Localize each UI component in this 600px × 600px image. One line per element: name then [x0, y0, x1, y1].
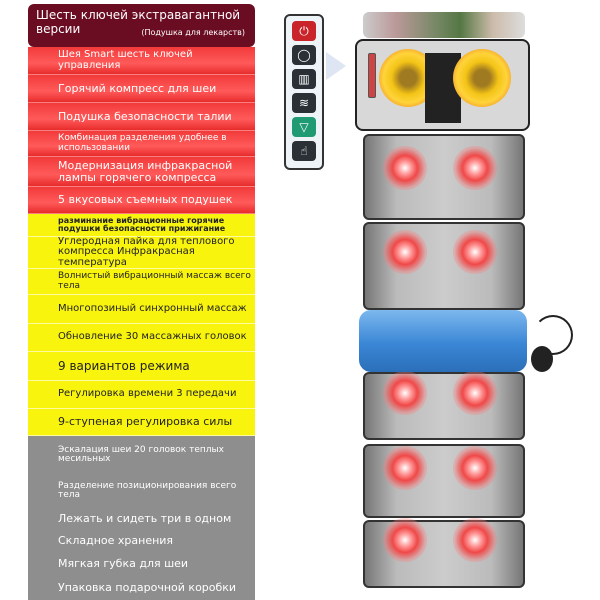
head-pillow [363, 12, 525, 38]
feature-label: Обновление 30 массажных головок [58, 331, 247, 343]
feature-label: Упаковка подарочной коробки [58, 581, 237, 595]
feature-label: Волнистый вибрационный массаж всего тела [58, 271, 251, 291]
feature-label: Комбинация разделения удобнее в использо… [58, 133, 227, 153]
feature-item: Упаковка подарочной коробки [28, 576, 255, 600]
remote-control: ⏻ ◯ ▥ ≋ ▽ ☝ [284, 14, 324, 170]
feature-item: Складное хранения [28, 530, 255, 552]
header-subtitle: (Подушка для лекарств) [141, 28, 245, 37]
feature-item: Углеродная пайка для теплового компресса… [28, 235, 255, 269]
feature-label: Углеродная пайка для теплового компресса… [58, 235, 235, 268]
feature-item: Обновление 30 массажных головок [28, 324, 255, 352]
mode-cycle-icon[interactable]: ◯ [292, 45, 316, 65]
feature-item: Регулировка времени 3 передачи [28, 381, 255, 409]
feature-label: 9 вариантов режима [58, 358, 190, 373]
heat-node [453, 518, 497, 562]
header-title: Шесть ключей экстравагантной версии [36, 8, 241, 36]
feature-item: Горячий компресс для шеи [28, 75, 255, 103]
air-hose [533, 315, 573, 355]
heat-node [453, 230, 497, 274]
heat-icon[interactable]: ≋ [292, 93, 316, 113]
feature-label: Регулировка времени 3 передачи [58, 388, 237, 400]
feature-label: Складное хранения [58, 534, 174, 548]
heat-node [383, 230, 427, 274]
feature-item: Комбинация разделения удобнее в использо… [28, 131, 255, 157]
massage-mat [355, 10, 573, 590]
feature-label: 9-ступеная регулировка силы [58, 415, 233, 429]
feature-label: Эскалация шеи 20 головок теплых месильны… [58, 444, 224, 464]
feature-item: 9 вариантов режима [28, 352, 255, 381]
feature-label: Лежать и сидеть три в одном [58, 512, 232, 526]
feature-label: Разделение позиционирования всего тела [58, 480, 237, 500]
neck-massager-unit [355, 39, 530, 131]
feature-item: Разделение позиционирования всего тела [28, 474, 255, 508]
feature-label: 5 вкусовых съемных подушек [58, 193, 233, 207]
mini-remote-icon [368, 53, 376, 98]
heat-node [453, 446, 497, 490]
feature-item: Шея Smart шесть ключей управления [28, 47, 255, 75]
feature-item: Подушка безопасности талии [28, 103, 255, 131]
arrow-pointer [326, 52, 346, 80]
massage-icon[interactable]: ▽ [292, 117, 316, 137]
feature-item: 5 вкусовых съемных подушек [28, 187, 255, 214]
feature-item: разминание вибрационные горячие подушки … [28, 214, 255, 237]
heat-node [453, 146, 497, 190]
feature-label: Модернизация инфракрасной лампы горячего… [58, 158, 233, 184]
neck-node-right [453, 49, 511, 107]
heat-node [383, 518, 427, 562]
panel-header: Шесть ключей экстравагантной версии (Под… [28, 4, 255, 47]
heat-node [383, 371, 427, 415]
feature-item: Мягкая губка для шеи [28, 552, 255, 576]
feature-label: Многопозиный синхронный массаж [58, 302, 247, 314]
feature-label: Подушка безопасности талии [58, 109, 232, 123]
waist-airbag-pillow [359, 310, 527, 372]
hand-icon[interactable]: ☝ [292, 141, 316, 161]
feature-item: Эскалация шеи 20 головок теплых месильны… [28, 436, 255, 474]
feature-item: Лежать и сидеть три в одном [28, 508, 255, 530]
power-icon[interactable]: ⏻ [292, 21, 316, 41]
heat-node [453, 371, 497, 415]
feature-label: Мягкая губка для шеи [58, 557, 189, 571]
feature-label: разминание вибрационные горячие подушки … [58, 215, 226, 233]
feature-item: Многопозиный синхронный массаж [28, 295, 255, 324]
heat-node [383, 146, 427, 190]
feature-item: 9-ступеная регулировка силы [28, 409, 255, 436]
feature-panel: Шесть ключей экстравагантной версии (Под… [28, 4, 255, 600]
feature-item: Волнистый вибрационный массаж всего тела [28, 269, 255, 295]
heat-node [383, 446, 427, 490]
intensity-icon[interactable]: ▥ [292, 69, 316, 89]
feature-item: Модернизация инфракрасной лампы горячего… [28, 157, 255, 187]
feature-label: Горячий компресс для шеи [58, 81, 217, 95]
feature-label: Шея Smart шесть ключей управления [58, 49, 193, 71]
